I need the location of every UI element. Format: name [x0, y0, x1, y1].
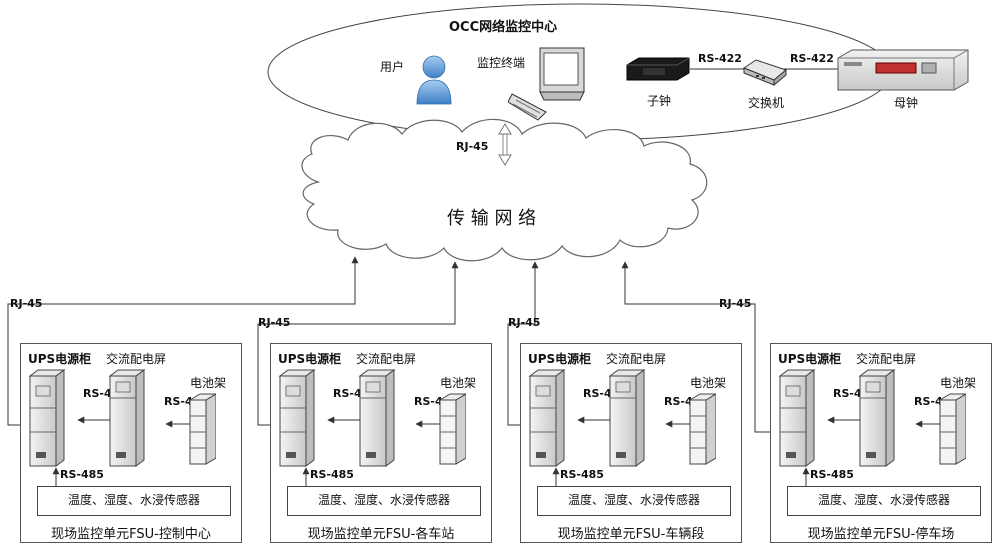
- site-title: 现场监控单元FSU-各车站: [307, 527, 455, 542]
- battery-label: 电池架: [440, 376, 477, 390]
- master-clock-label: 母钟: [894, 96, 919, 110]
- battery-rack-icon: [438, 393, 466, 465]
- rs485-sensor-ups-label: RS-485: [310, 468, 354, 481]
- ups-label: UPS电源柜: [528, 352, 592, 366]
- sub-clock-icon: [626, 57, 690, 81]
- occ-cloud-link: [498, 123, 512, 166]
- ups-label: UPS电源柜: [278, 352, 342, 366]
- occ-title: OCC网络监控中心: [449, 20, 558, 35]
- user-icon: [416, 55, 452, 105]
- monitor-terminal-icon: [508, 47, 585, 121]
- uplink-label-3: RJ-45: [508, 316, 541, 329]
- network-label: 传 输 网 络: [447, 208, 537, 229]
- sensor-box: 温度、湿度、水浸传感器: [787, 486, 981, 516]
- ac-panel-icon: [858, 369, 896, 467]
- ac-panel-icon: [108, 369, 146, 467]
- site-equipment-icons: [278, 369, 466, 486]
- ac-panel-label: 交流配电屏: [106, 352, 167, 366]
- battery-label: 电池架: [690, 376, 727, 390]
- occ-rj45-label: RJ-45: [456, 140, 489, 153]
- ac-panel-icon: [358, 369, 396, 467]
- ac-panel-label: 交流配电屏: [606, 352, 667, 366]
- sensor-box: 温度、湿度、水浸传感器: [287, 486, 481, 516]
- user-label: 用户: [380, 60, 405, 74]
- site-equipment-icons: [778, 369, 966, 486]
- battery-rack-icon: [688, 393, 716, 465]
- sub-clock-label: 子钟: [647, 94, 672, 108]
- rs485-sensor-ups-label: RS-485: [60, 468, 104, 481]
- battery-rack-icon: [188, 393, 216, 465]
- rs485-sensor-ups-label: RS-485: [560, 468, 604, 481]
- uplink-line-3: [507, 261, 539, 429]
- rs422-label-2: RS-422: [790, 52, 834, 65]
- site-title: 现场监控单元FSU-停车场: [807, 527, 955, 542]
- network-cloud: [301, 118, 708, 262]
- rs485-sensor-ups-label: RS-485: [810, 468, 854, 481]
- uplink-line-4: [621, 261, 779, 436]
- ups-cabinet-icon: [528, 369, 566, 467]
- terminal-label: 监控终端: [477, 56, 526, 70]
- site-title: 现场监控单元FSU-控制中心: [51, 527, 211, 542]
- master-clock-icon: [837, 49, 969, 91]
- site-title: 现场监控单元FSU-车辆段: [557, 527, 705, 542]
- switch-icon: [742, 59, 788, 86]
- uplink-label-1: RJ-45: [10, 297, 43, 310]
- battery-label: 电池架: [190, 376, 227, 390]
- ups-cabinet-icon: [278, 369, 316, 467]
- ac-panel-label: 交流配电屏: [856, 352, 917, 366]
- switch-label: 交换机: [748, 96, 785, 110]
- rs422-label-1: RS-422: [698, 52, 742, 65]
- ac-panel-label: 交流配电屏: [356, 352, 417, 366]
- site-equipment-icons: [528, 369, 716, 486]
- ups-label: UPS电源柜: [778, 352, 842, 366]
- uplink-label-2: RJ-45: [258, 316, 291, 329]
- sensor-box: 温度、湿度、水浸传感器: [537, 486, 731, 516]
- ups-label: UPS电源柜: [28, 352, 92, 366]
- site-equipment-icons: [28, 369, 216, 486]
- sensor-box: 温度、湿度、水浸传感器: [37, 486, 231, 516]
- battery-rack-icon: [938, 393, 966, 465]
- ac-panel-icon: [608, 369, 646, 467]
- ups-cabinet-icon: [28, 369, 66, 467]
- uplink-label-4: RJ-45: [719, 297, 752, 310]
- uplink-line-2: [257, 261, 459, 429]
- battery-label: 电池架: [940, 376, 977, 390]
- ups-cabinet-icon: [778, 369, 816, 467]
